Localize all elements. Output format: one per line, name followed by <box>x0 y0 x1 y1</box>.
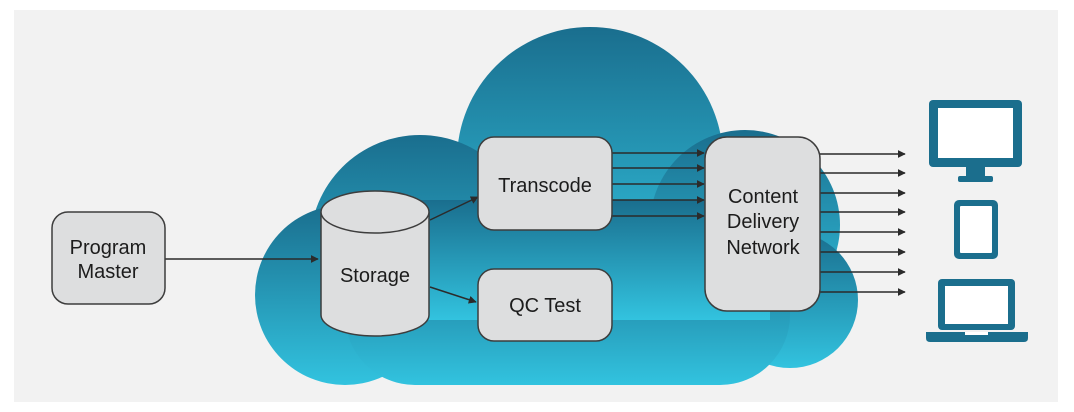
cdn-label-line2: Delivery <box>727 211 799 233</box>
cdn-label-line3: Network <box>726 237 800 259</box>
qc-test-node: QC Test <box>477 268 613 342</box>
tablet-icon <box>954 200 998 259</box>
storage-label: Storage <box>340 265 410 287</box>
program-master-label-line2: Master <box>77 261 138 283</box>
laptop-icon <box>926 279 1028 342</box>
program-master-label-line1: Program <box>70 237 147 259</box>
desktop-monitor-icon <box>929 100 1022 182</box>
qc-test-label: QC Test <box>509 295 581 317</box>
cdn-node: Content Delivery Network <box>704 136 821 312</box>
arrows-cdn-to-devices <box>820 150 906 296</box>
storage-node: Storage <box>320 190 430 337</box>
arrow-storage-to-qc <box>429 286 477 304</box>
transcode-node: Transcode <box>477 136 613 231</box>
program-master-node: Program Master <box>51 211 166 305</box>
arrow-storage-to-transcode <box>429 196 479 221</box>
arrows-transcode-to-cdn <box>612 149 705 220</box>
cdn-label-line1: Content <box>728 186 798 208</box>
transcode-label: Transcode <box>498 175 592 197</box>
